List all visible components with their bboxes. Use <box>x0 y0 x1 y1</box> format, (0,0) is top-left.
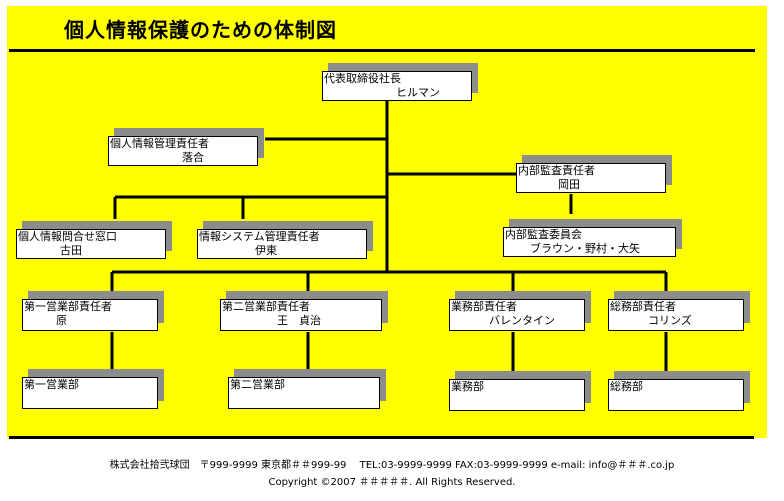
node-infosys-role: 情報システム管理責任者 <box>199 230 320 243</box>
node-audit-committee: 内部監査委員会 ブラウン・野村・大矢 <box>503 219 682 257</box>
node-audit-committee-role: 内部監査委員会 <box>505 228 582 241</box>
node-pim-role: 個人情報管理責任者 <box>110 137 209 150</box>
node-sales2-label: 第二営業部 <box>230 378 285 391</box>
node-ga-head-role: 総務部責任者 <box>610 300 676 313</box>
title-underline <box>9 49 755 52</box>
node-audit-head-role: 内部監査責任者 <box>518 164 595 177</box>
footer-contact: 株式会社拾弐球団 〒999-9999 東京都＃＃999-99 TEL:03-99… <box>109 460 675 471</box>
node-audit-head-name: 岡田 <box>558 178 580 191</box>
node-audit-committee-name: ブラウン・野村・大矢 <box>530 242 640 255</box>
footer-rule <box>9 436 754 439</box>
node-ga-head: 総務部責任者 コリンズ <box>608 291 750 331</box>
node-pim: 個人情報管理責任者 落合 <box>108 128 264 166</box>
node-sales1-head: 第一営業部責任者 原 <box>22 291 164 331</box>
node-sales2: 第二営業部 <box>228 369 386 409</box>
node-sales2-head: 第二営業部責任者 王 貞治 <box>220 291 388 331</box>
node-sales2-head-name: 王 貞治 <box>277 314 321 327</box>
node-infosys-name: 伊東 <box>255 244 277 257</box>
node-sales1-label: 第一営業部 <box>24 378 79 391</box>
node-inquiry: 個人情報問合せ窓口 古田 <box>16 221 172 259</box>
node-ops-head-name: バレンタイン <box>489 314 555 327</box>
node-ceo-name: ヒルマン <box>396 86 440 99</box>
node-ops-head-role: 業務部責任者 <box>451 300 517 313</box>
node-audit-head: 内部監査責任者 岡田 <box>516 155 672 193</box>
node-inquiry-name: 古田 <box>60 244 82 257</box>
node-ops: 業務部 <box>449 371 591 411</box>
node-ga-head-name: コリンズ <box>648 314 692 327</box>
node-ga-label: 総務部 <box>610 380 643 393</box>
node-infosys: 情報システム管理責任者 伊東 <box>197 221 373 259</box>
node-ceo: 代表取締役社長 ヒルマン <box>322 63 478 101</box>
node-pim-name: 落合 <box>182 151 204 164</box>
page-title: 個人情報保護のための体制図 <box>64 18 337 42</box>
footer-copyright: Copyright ©2007 ＃＃＃＃＃. All Rights Reserv… <box>268 477 516 488</box>
node-sales2-head-role: 第二営業部責任者 <box>222 300 310 313</box>
node-inquiry-role: 個人情報問合せ窓口 <box>18 230 117 243</box>
node-ops-label: 業務部 <box>451 380 484 393</box>
node-sales1-head-name: 原 <box>56 314 67 327</box>
node-ops-head: 業務部責任者 バレンタイン <box>449 291 591 331</box>
node-sales1-head-role: 第一営業部責任者 <box>24 300 112 313</box>
node-ga: 総務部 <box>608 371 750 411</box>
node-sales1: 第一営業部 <box>22 369 164 409</box>
node-ceo-role: 代表取締役社長 <box>324 72 401 85</box>
